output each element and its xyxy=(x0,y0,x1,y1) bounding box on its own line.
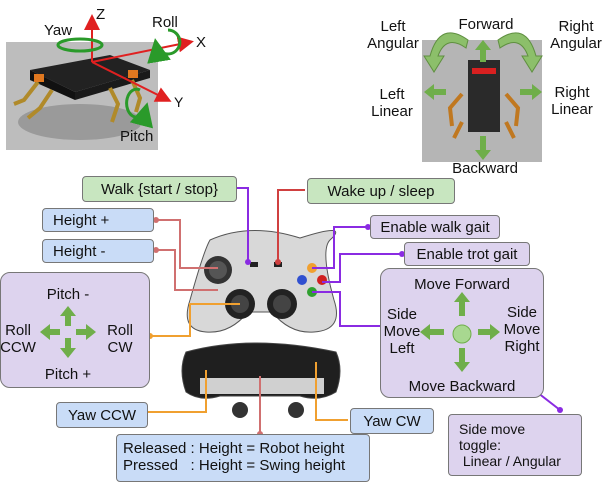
right-angular-label: Right Angular xyxy=(550,18,602,52)
enable-trot-gait-label: Enable trot gait xyxy=(404,242,530,266)
motion-render-panel xyxy=(422,40,542,162)
pitch-minus-label: Pitch - xyxy=(46,286,90,303)
pitch-plus-label: Pitch + xyxy=(44,366,92,383)
side-move-toggle-text: Side move toggle: Linear / Angular xyxy=(459,421,561,469)
height-note-line-2: Pressed : Height = Swing height xyxy=(123,457,346,474)
yaw-label: Yaw xyxy=(44,22,73,39)
right-stick-panel xyxy=(380,268,544,398)
z-label: Z xyxy=(96,6,106,23)
enable-walk-gait-label: Enable walk gait xyxy=(370,215,500,239)
roll-label: Roll xyxy=(152,14,178,31)
wake-sleep-label: Wake up / sleep xyxy=(307,178,455,204)
walk-start-stop-label: Walk {start / stop} xyxy=(82,176,237,202)
right-linear-label: Right Linear xyxy=(551,84,593,118)
height-note-line-1: Released : Height = Robot height xyxy=(123,440,345,457)
x-label: X xyxy=(196,34,207,51)
height-note-box: Released : Height = Robot height Pressed… xyxy=(116,434,370,482)
yaw-cw-label: Yaw CW xyxy=(350,408,434,434)
backward-label: Backward xyxy=(452,160,518,177)
move-forward-label: Move Forward xyxy=(414,276,510,293)
height-minus-label: Height - xyxy=(42,239,154,263)
left-stick-panel xyxy=(0,272,150,388)
yaw-ccw-label: Yaw CCW xyxy=(56,402,148,428)
left-angular-label: Left Angular xyxy=(367,18,419,52)
y-label: Y xyxy=(174,94,184,110)
left-linear-label: Left Linear xyxy=(371,86,413,120)
side-move-toggle-box: Side move toggle: Linear / Angular xyxy=(448,414,582,476)
height-plus-label: Height + xyxy=(42,208,154,232)
roll-cw-label: Roll CW xyxy=(107,322,133,356)
roll-ccw-label: Roll CCW xyxy=(0,322,36,356)
pitch-label: Pitch xyxy=(120,128,154,145)
side-move-left-label: Side Move Left xyxy=(383,306,421,357)
side-move-right-label: Side Move Right xyxy=(503,304,541,355)
forward-label: Forward xyxy=(458,16,514,33)
move-backward-label: Move Backward xyxy=(408,378,516,395)
